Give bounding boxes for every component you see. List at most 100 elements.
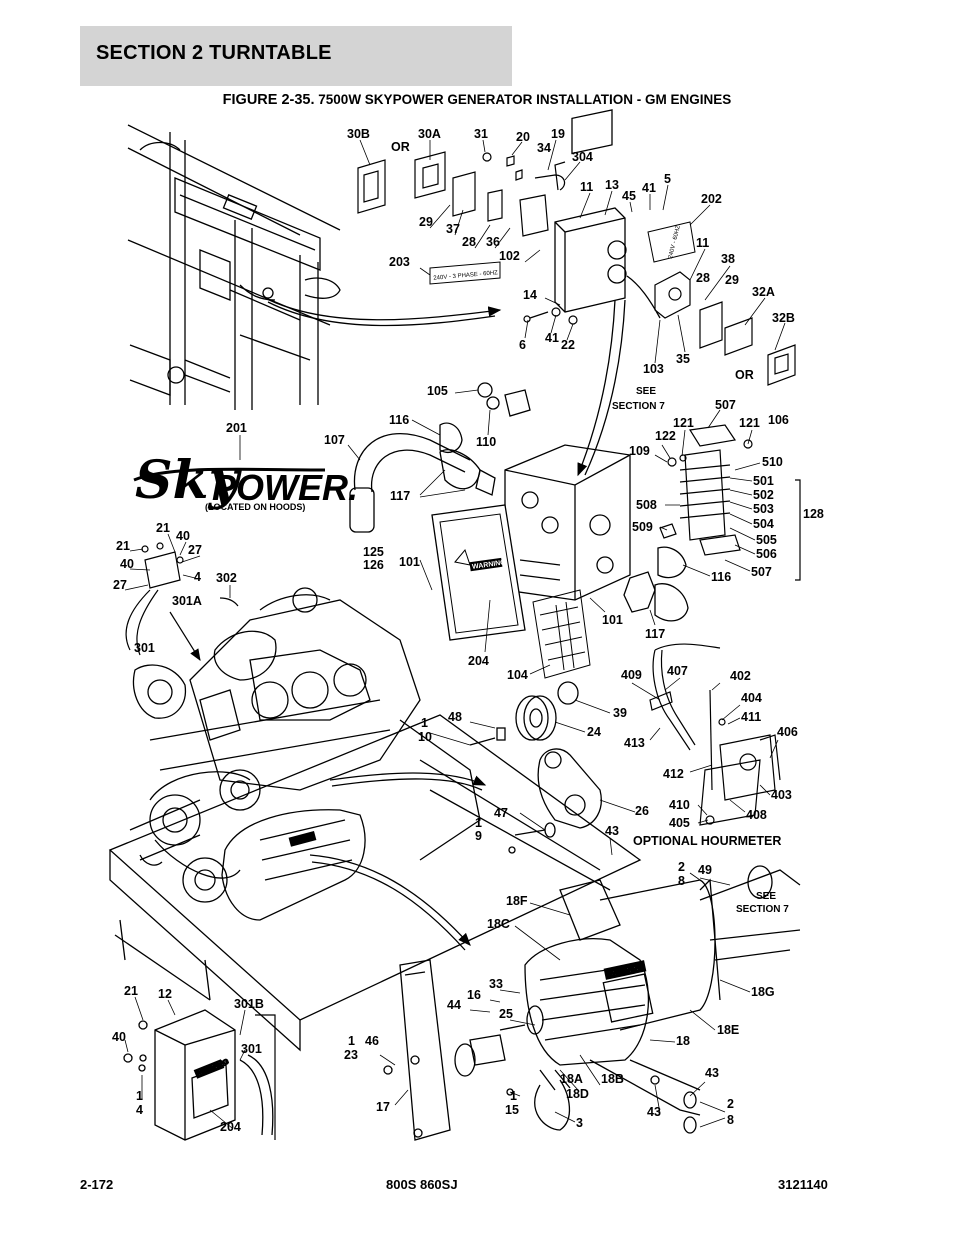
figure-title: FIGURE 2-35. 7500W SKYPOWER GENERATOR IN… <box>0 92 954 108</box>
assembly-arrow-2 <box>577 299 616 477</box>
callout-18F: 18F <box>506 894 528 908</box>
callout-32B: 32B <box>772 311 795 325</box>
callout-412: 412 <box>663 767 684 781</box>
wire-301-bottom <box>255 1014 276 1140</box>
label-or-1: OR <box>391 140 410 154</box>
footer-doc-number: 3121140 <box>778 1177 828 1192</box>
callout-49: 49 <box>698 863 712 877</box>
decal-240v-3phase: 240V - 3 PHASE - 60HZ <box>429 261 501 285</box>
see-section-7-2: SECTION 7 <box>736 904 789 915</box>
callout-21b: 21 <box>116 539 130 553</box>
callout-43a: 43 <box>605 824 619 838</box>
callout-301b: 301 <box>241 1042 262 1056</box>
callout-402: 402 <box>730 669 751 683</box>
callout-6: 6 <box>519 338 526 352</box>
callout-8b: 8 <box>727 1113 734 1127</box>
assembly-arrow-1 <box>264 297 502 321</box>
optional-hourmeter-drawing <box>649 643 781 826</box>
callout-41a: 41 <box>642 181 656 195</box>
assembly-arrow-1b <box>267 301 496 327</box>
callout-1a: 1 <box>421 716 428 730</box>
callout-116a: 116 <box>389 413 409 427</box>
callout-18A: 18A <box>560 1072 583 1086</box>
callout-28b: 28 <box>696 271 710 285</box>
conduit-and-cord-grips <box>349 382 531 533</box>
callout-125: 125 <box>363 545 384 559</box>
cord-grips-right <box>623 546 689 622</box>
callout-5: 5 <box>664 172 671 186</box>
switch-plates-drawing <box>357 151 566 237</box>
callout-30B: 30B <box>347 127 370 141</box>
callout-24: 24 <box>587 725 601 739</box>
skypower-logo: Sky POWER. (LOCATED ON HOODS) <box>133 450 358 512</box>
bracket-128 <box>795 479 801 581</box>
svg-text:240V - 3 PHASE - 60HZ: 240V - 3 PHASE - 60HZ <box>433 270 498 282</box>
see-text-2: SEE <box>756 891 776 902</box>
callout-105: 105 <box>427 384 448 398</box>
callout-10: 10 <box>418 730 432 744</box>
figure-number: FIGURE 2-35. <box>222 92 315 108</box>
callout-121b: 121 <box>739 416 760 430</box>
see-text-1: SEE <box>636 386 656 397</box>
callout-2b: 2 <box>727 1097 734 1111</box>
callout-122: 122 <box>655 429 676 443</box>
callout-37: 37 <box>446 222 460 236</box>
platform-frame-drawing <box>127 124 341 410</box>
belt-guard <box>383 959 451 1141</box>
callout-101a: 101 <box>399 555 420 569</box>
callout-409: 409 <box>621 668 642 682</box>
callout-508: 508 <box>636 498 657 512</box>
callout-8a: 8 <box>678 874 685 888</box>
relay-box-bottom-left: WARNING <box>123 1009 274 1141</box>
junction-box <box>504 444 631 601</box>
callout-411: 411 <box>741 710 761 724</box>
callout-304: 304 <box>572 150 593 164</box>
terminal-block-assembly <box>659 424 753 556</box>
callout-128: 128 <box>803 507 824 521</box>
callout-407: 407 <box>667 664 688 678</box>
callout-405: 405 <box>669 816 690 830</box>
callout-18: 18 <box>676 1034 690 1048</box>
footer-model: 800S 860SJ <box>386 1177 458 1192</box>
callout-1c: 1 <box>348 1034 355 1048</box>
engine-assembly-drawing <box>108 587 642 1052</box>
callout-502: 502 <box>753 488 774 502</box>
callout-1b: 1 <box>475 816 482 830</box>
callout-25: 25 <box>499 1007 513 1021</box>
callout-302: 302 <box>216 571 237 585</box>
callout-43b: 43 <box>705 1066 719 1080</box>
callout-47: 47 <box>494 806 508 820</box>
callout-413: 413 <box>624 736 645 750</box>
leader-lines <box>124 139 786 1129</box>
section-title: SECTION 2 TURNTABLE <box>96 42 332 64</box>
callout-26: 26 <box>635 804 649 818</box>
generator-drawing: WARNING <box>454 865 801 1134</box>
callout-43c: 43 <box>647 1105 661 1119</box>
callout-40b: 40 <box>120 557 134 571</box>
callout-labels: 30B 30A 31 20 19 34 304 OR 11 13 45 41 5… <box>112 127 824 1134</box>
callout-102: 102 <box>499 249 520 263</box>
callout-301B: 301B <box>234 997 264 1011</box>
svg-text:WARNING: WARNING <box>472 559 507 571</box>
callout-35: 35 <box>676 352 690 366</box>
callout-1e: 1 <box>136 1089 143 1103</box>
callout-202: 202 <box>701 192 722 206</box>
callout-403: 403 <box>771 788 792 802</box>
callout-117b: 117 <box>645 627 665 641</box>
label-or-2: OR <box>735 368 754 382</box>
callout-126: 126 <box>363 558 384 572</box>
assembly-arrow-4b <box>311 861 466 951</box>
callout-410: 410 <box>669 798 690 812</box>
callout-11b: 11 <box>696 236 709 250</box>
callout-106: 106 <box>768 413 789 427</box>
callout-30A: 30A <box>418 127 441 141</box>
callout-29a: 29 <box>419 215 433 229</box>
callout-29b: 29 <box>725 273 739 287</box>
svg-text:POWER.: POWER. <box>212 467 358 508</box>
callout-501: 501 <box>753 474 774 488</box>
callout-121a: 121 <box>673 416 694 430</box>
callout-45: 45 <box>622 189 636 203</box>
generator-control-box <box>554 109 661 319</box>
callout-21a: 21 <box>156 521 170 535</box>
callout-103: 103 <box>643 362 664 376</box>
